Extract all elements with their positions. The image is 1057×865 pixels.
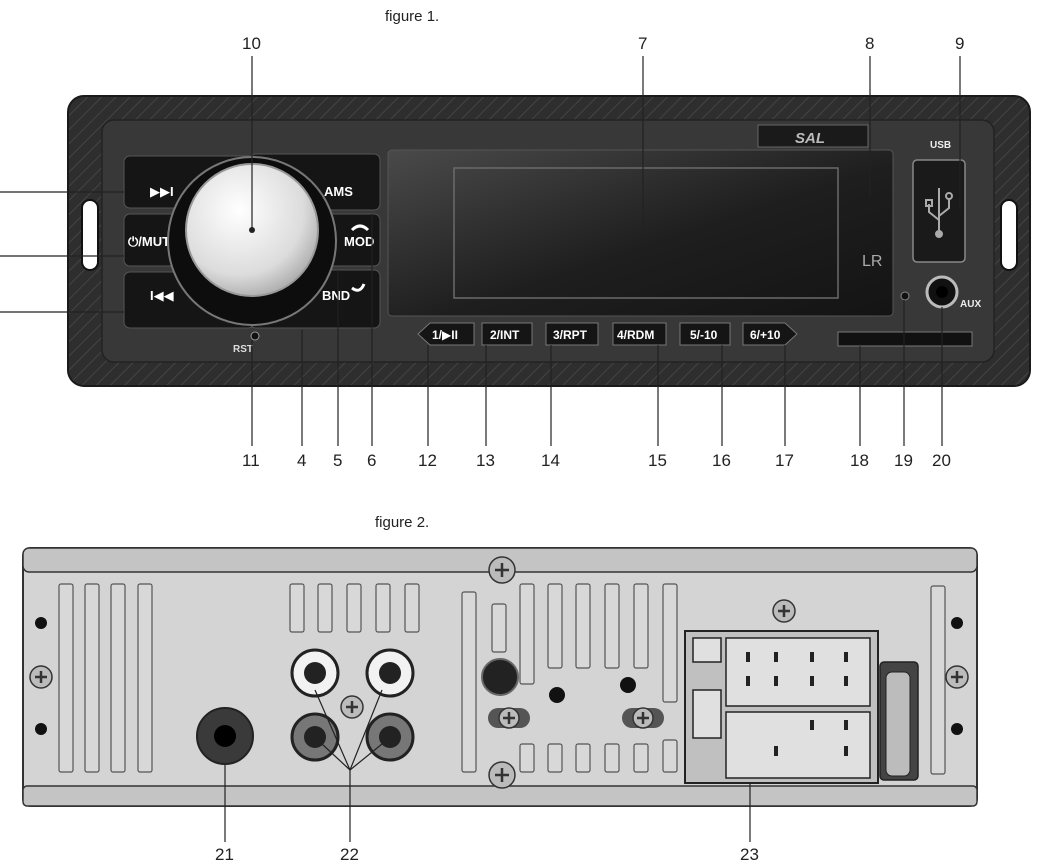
fuse-holder [879,661,919,781]
callout-16: 16 [712,451,731,470]
screw-bracket [488,707,530,729]
usb-icon [925,188,953,238]
preset-button-3[interactable] [545,322,599,346]
preset-label-2: 2/INT [490,328,520,342]
callout-12: 12 [418,451,437,470]
callout-11: 11 [242,451,260,470]
callout-17: 17 [775,451,794,470]
aux-jack-hole [936,286,948,298]
callout-21: 21 [215,845,234,864]
label-ams: AMS [324,184,353,199]
display-frame [387,149,894,317]
label-previous: I◀◀ [150,288,174,303]
preset-label-5: 5/-10 [690,328,718,342]
screw-icon [772,599,796,623]
display-lr-symbol: LR [862,253,882,270]
antenna-socket-hole [214,725,236,747]
mount-slot-right [1000,199,1018,271]
figure1-caption: figure 1. [385,8,439,25]
mount-slot-left [81,199,99,271]
rca-outputs[interactable] [290,648,415,762]
microphone-hole [900,291,910,301]
screw-bracket [622,707,664,729]
brand-logo: SAL [795,130,825,147]
iso-connector[interactable] [684,630,879,784]
label-aux: AUX [960,299,981,310]
preset-label-6: 6/+10 [750,328,781,342]
callout-18: 18 [850,451,869,470]
preset-label-4: 4/RDM [617,328,654,342]
preset-label-3: 3/RPT [553,328,588,342]
preset-button-6[interactable] [742,322,798,346]
callout-5: 5 [333,451,342,470]
callout-lines-figure1 [0,56,961,446]
preset-button-5[interactable] [679,322,731,346]
reset-button[interactable] [250,331,260,341]
callout-13: 13 [476,451,495,470]
callout-22: 22 [340,845,359,864]
vent-slots [58,583,946,775]
phone-answer-icon [350,224,370,232]
figure2-caption: figure 2. [375,514,429,531]
callout-19: 19 [894,451,913,470]
callout-15: 15 [648,451,667,470]
screw-icon [29,665,53,689]
preset-button-1[interactable] [417,322,475,346]
preset-button-4[interactable] [612,322,667,346]
callout-23: 23 [740,845,759,864]
callout-6: 6 [367,451,376,470]
label-mod: MOD [344,234,374,249]
label-usb: USB [930,140,951,151]
preset-button-row [417,322,798,346]
callout-10: 10 [242,34,261,53]
rear-chassis-bottom-lip [22,785,978,807]
mounting-holes [35,617,963,735]
label-bnd: BND [322,288,350,303]
preset-button-2[interactable] [481,322,533,346]
callout-9: 9 [955,34,964,53]
callout-20: 20 [932,451,951,470]
label-power-mute: ⏻/MUT [128,234,170,249]
brand-plate [757,124,869,148]
callout-4: 4 [297,451,306,470]
screw-icon [488,761,516,789]
screw-icon [488,556,516,584]
rear-round-boss [481,658,519,696]
callout-7: 7 [638,34,647,53]
label-rst: RST [233,344,253,355]
phone-hangup-icon [351,283,366,292]
screw-icon [945,665,969,689]
card-slot[interactable] [837,331,973,347]
preset-label-1: 1/▶II [432,328,458,342]
callout-8: 8 [865,34,874,53]
callout-14: 14 [541,451,560,470]
display-screen [453,167,839,299]
label-next: ▶▶I [150,184,174,199]
callout-lines-figure2 [224,689,751,842]
screw-icon [340,695,364,719]
